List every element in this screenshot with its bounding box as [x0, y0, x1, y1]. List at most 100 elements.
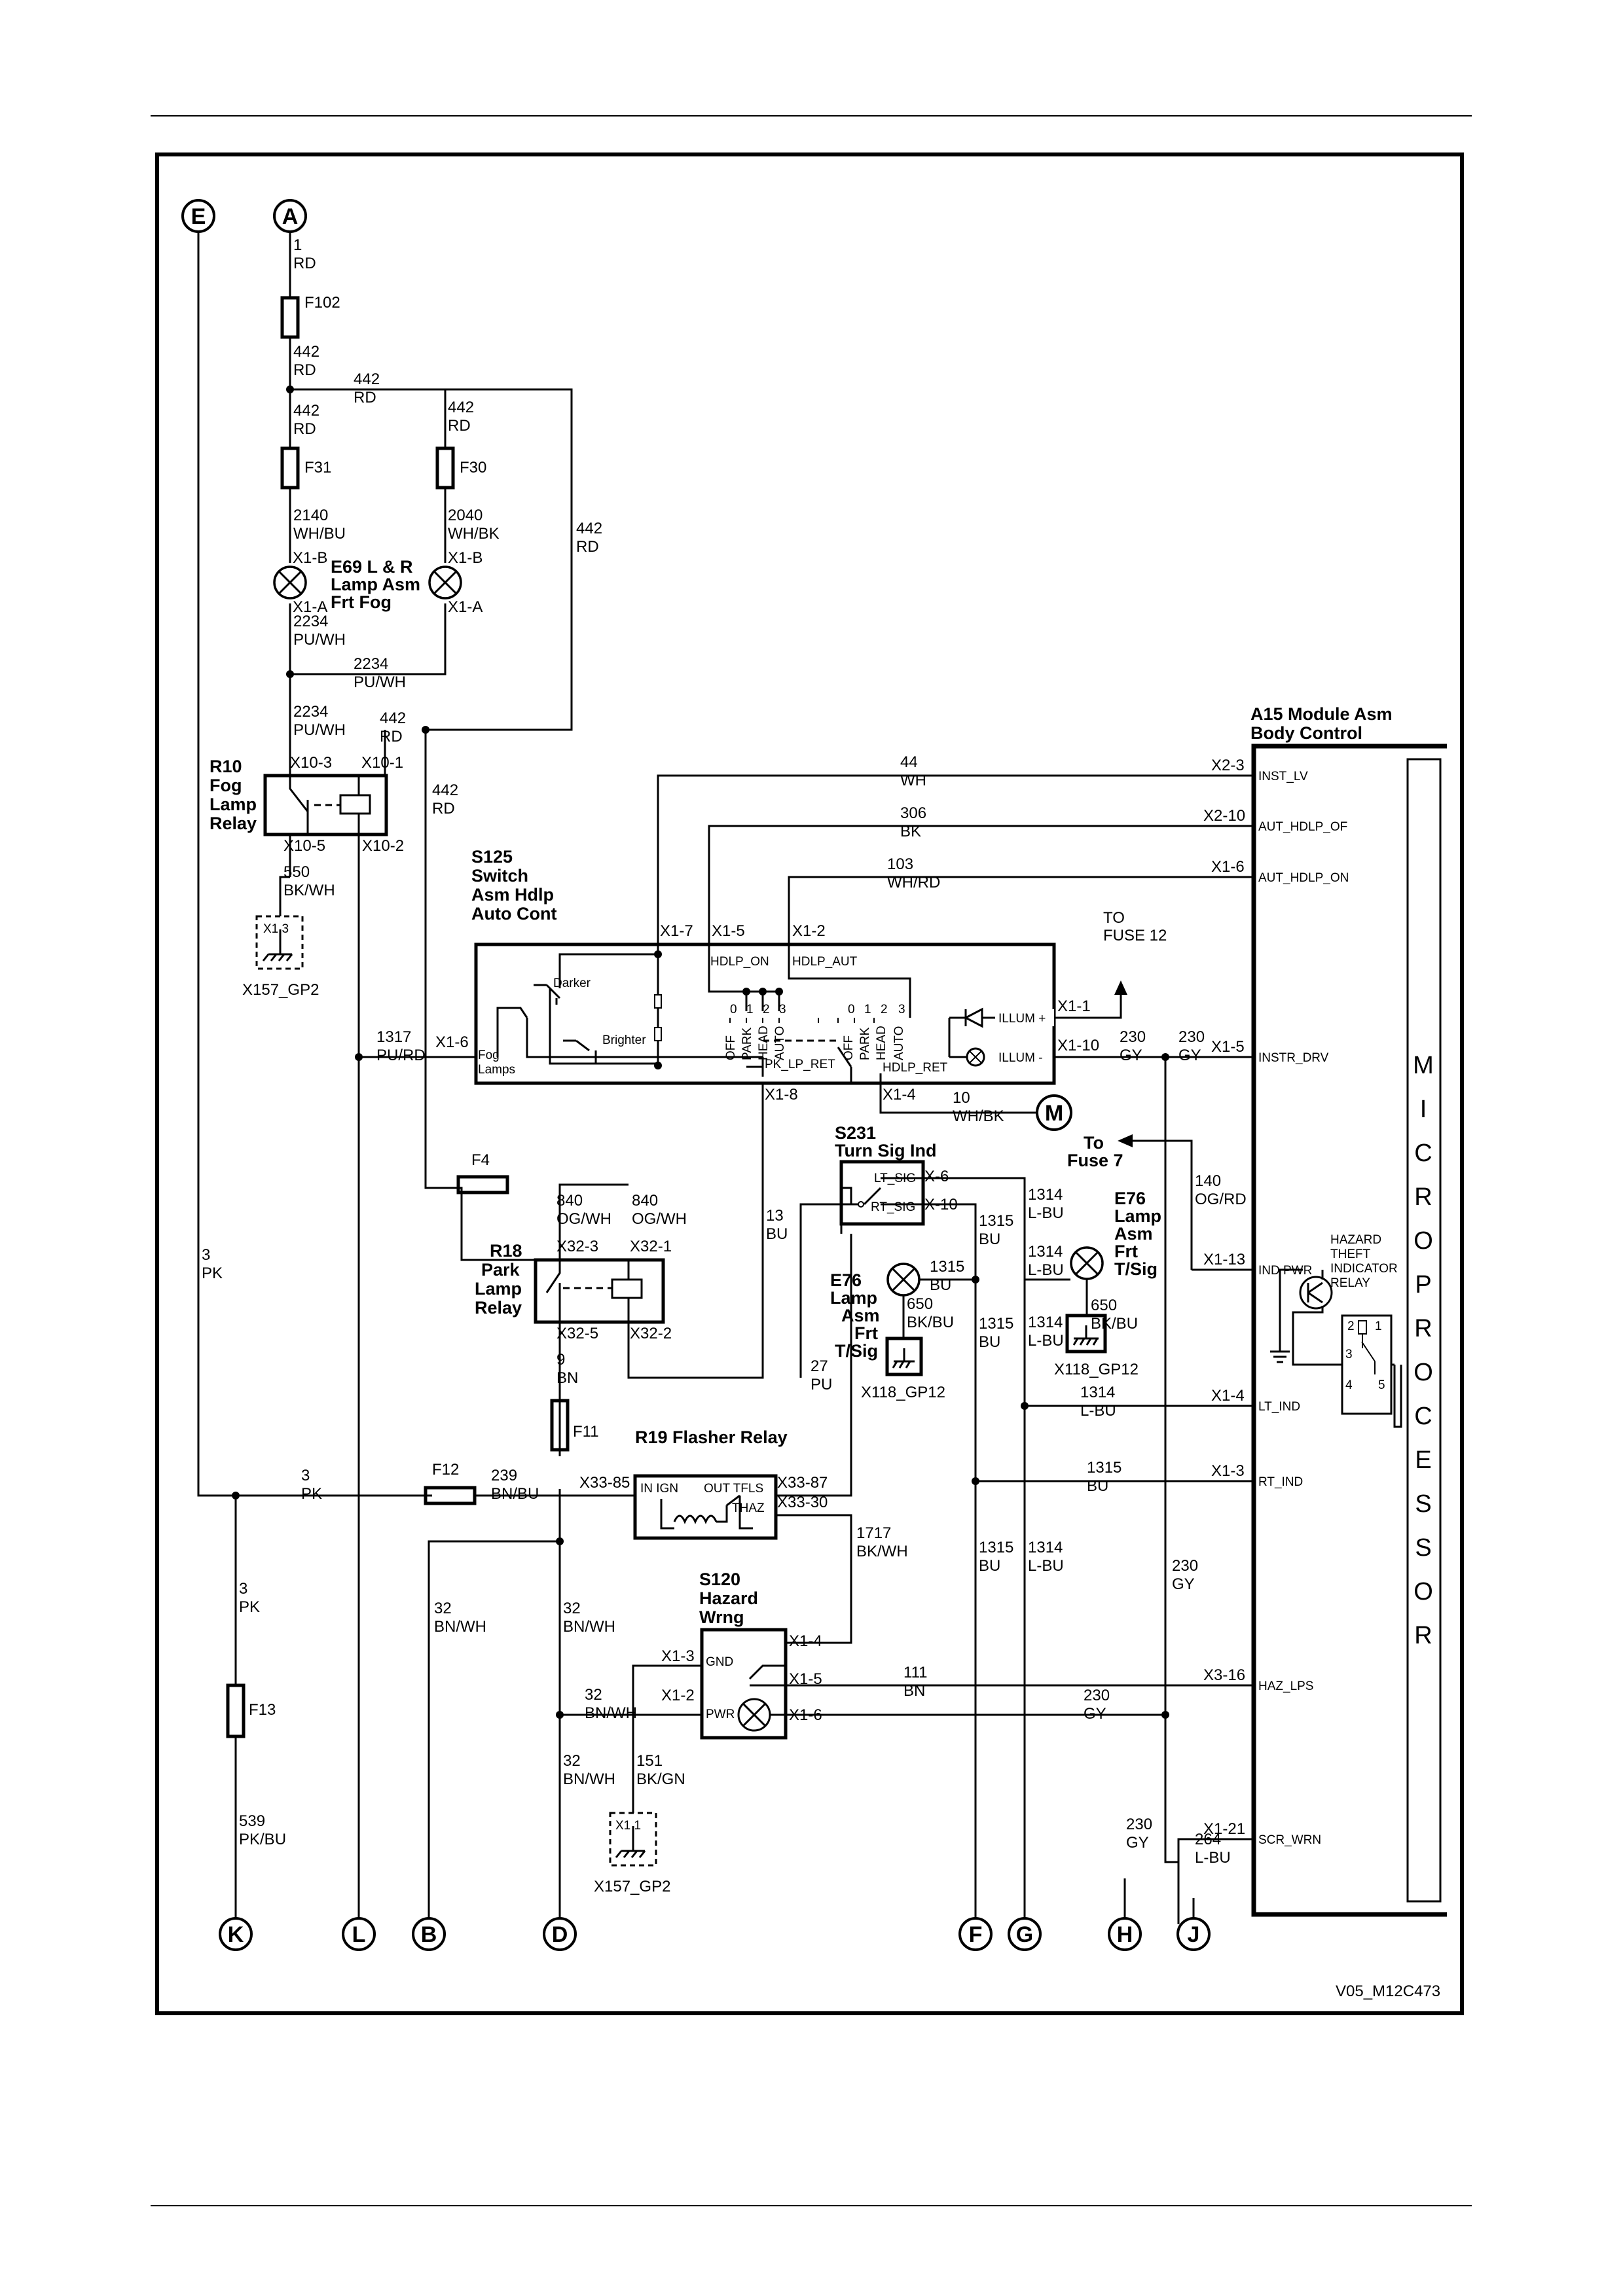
ground-g2-icon	[885, 1336, 923, 1376]
svg-text:IND PWR: IND PWR	[1258, 1264, 1312, 1278]
s125-pin-x1-4: X1-4	[883, 1086, 916, 1103]
svg-text:2: 2	[763, 1003, 770, 1016]
r19-title: R19 Flasher Relay	[635, 1427, 788, 1447]
microprocessor-letter: O	[1413, 1227, 1434, 1255]
svg-text:X2-10: X2-10	[1203, 807, 1245, 825]
s125-pin-x1-5: X1-5	[712, 922, 745, 940]
wire-label-w442-c: 442	[293, 402, 319, 420]
s120-pin-x1-3: X1-3	[661, 1647, 695, 1665]
s120-pwr: PWR	[706, 1708, 735, 1721]
wire-label-w13: BU	[766, 1225, 788, 1243]
connector-circles: E A K L B D F G H J M	[181, 199, 1211, 1951]
svg-text:INSTR_DRV: INSTR_DRV	[1258, 1051, 1329, 1065]
wire-label-w1315-d: 1315	[1087, 1459, 1122, 1477]
wire-label-w1315-b: 1315	[930, 1258, 964, 1276]
wire-label-w103: 103	[887, 855, 913, 873]
fuse-f11-label: F11	[573, 1423, 599, 1441]
wire-label-w550: 550	[283, 863, 310, 881]
wire-label-w442-f: RD	[380, 728, 403, 745]
wire-label-w264: 264	[1195, 1831, 1221, 1848]
lamp-e76-b-icon	[1070, 1246, 1104, 1280]
ground-g2-label: X118_GP12	[861, 1384, 945, 1401]
wire-label-w1315-b: BU	[930, 1276, 951, 1294]
ground-g4-label: X157_GP2	[594, 1878, 670, 1895]
wire-label-w27: 27	[811, 1357, 828, 1375]
wire-label-w1314-d: L-BU	[1080, 1402, 1116, 1420]
s231-pin-x6: X-6	[924, 1168, 949, 1185]
microprocessor-letter: M	[1413, 1052, 1435, 1079]
wire-label-w1314-c: L-BU	[1028, 1332, 1064, 1350]
pin-x13-g1: X1 3	[263, 922, 289, 936]
wire-label-w2234-b: 2234	[354, 655, 388, 673]
wire-label-w32-c: BN/WH	[585, 1704, 637, 1722]
e69-line2: Lamp Asm	[331, 575, 420, 594]
fuse-f4	[456, 1175, 509, 1194]
fuse-f4-label: F4	[471, 1151, 490, 1169]
hazard-relay-3: INDICATOR	[1330, 1262, 1398, 1276]
wire-label-w103: WH/RD	[887, 874, 940, 891]
e76a-title: E76	[830, 1270, 862, 1290]
s120-line3: Wrng	[699, 1607, 744, 1627]
fuse-f12	[424, 1486, 477, 1505]
s125-fog-lamps-2: Lamps	[478, 1063, 515, 1077]
a15-module	[1251, 744, 1447, 1917]
connector-a	[273, 199, 307, 233]
fuse-f31-label: F31	[304, 459, 331, 476]
a15-pins: X2-3 X2-10 X1-6 X1-5 X1-13 X1-4 X1-3 X3-…	[1203, 757, 1245, 1838]
wire-label-w151: BK/GN	[636, 1770, 685, 1788]
wire-label-w2234-c: 2234	[293, 703, 328, 721]
s125-pin-x1-8: X1-8	[765, 1086, 798, 1103]
microprocessor-letter: S	[1415, 1534, 1432, 1562]
wire-label-w442-b: 442	[354, 370, 380, 388]
s125-pk-lp-ret: PK_LP_RET	[765, 1058, 835, 1071]
s231-lt-sig: LT_SIG	[874, 1172, 916, 1185]
svg-text:OFF: OFF	[724, 1035, 738, 1060]
fuse-f102-label: F102	[304, 294, 340, 312]
diagram-frame	[155, 152, 1464, 2015]
wire-label-w230-d: 230	[1084, 1687, 1110, 1704]
pin-x32-3: X32-3	[556, 1238, 598, 1255]
pin-x10-1: X10-1	[361, 754, 403, 772]
wire-label-w230-a: 230	[1120, 1028, 1146, 1046]
wire-label-w111: 111	[903, 1664, 927, 1681]
figure-id: V05_M12C473	[1336, 1982, 1440, 2000]
wire-label-w840-b: OG/WH	[632, 1210, 687, 1228]
fuse-f13	[226, 1683, 246, 1738]
connector-m-label: M	[1045, 1101, 1063, 1126]
wire-label-w264: L-BU	[1195, 1849, 1231, 1867]
wire-label-w1314-c: 1314	[1028, 1314, 1063, 1331]
connector-m	[1036, 1094, 1072, 1131]
svg-text:INST_LV: INST_LV	[1258, 770, 1308, 783]
wire-label-w1317: 1317	[376, 1028, 411, 1046]
pin-x1a-right: X1-A	[448, 598, 483, 616]
wire-label-w3-b: PK	[301, 1485, 322, 1503]
pin-x32-2: X32-2	[630, 1325, 672, 1342]
wire-label-w1314-e: L-BU	[1028, 1557, 1064, 1575]
connector-k	[219, 1917, 253, 1951]
s125-switch-box	[474, 942, 1056, 1085]
s120-pin-x1-5: X1-5	[789, 1670, 822, 1688]
r18-line2: Park	[481, 1260, 520, 1280]
wire-label-w13: 13	[766, 1207, 784, 1225]
wire-label-w1314-e: 1314	[1028, 1539, 1063, 1556]
wire-label-w650-b: 650	[1091, 1297, 1117, 1314]
connector-f	[958, 1917, 993, 1951]
fuse-f31	[280, 446, 300, 490]
wire-label-w2040: 2040	[448, 507, 483, 524]
wire-label-w3-a: 3	[202, 1246, 210, 1264]
r19-flasher-relay	[633, 1474, 778, 1540]
note-to-fuse7-1: To	[1084, 1133, 1104, 1153]
relay-pin-2: 2	[1347, 1319, 1355, 1333]
wire-label-w1315-a: BU	[979, 1230, 1000, 1248]
hazard-relay-4: RELAY	[1330, 1276, 1370, 1290]
s120-hazard-switch	[700, 1628, 788, 1740]
fuse-f12-label: F12	[432, 1461, 459, 1479]
wire-label-w650-a: 650	[907, 1295, 933, 1313]
microprocessor-letter: C	[1414, 1139, 1433, 1167]
wire-label-w3-a: PK	[202, 1265, 223, 1282]
e76b-line5: T/Sig	[1114, 1259, 1158, 1279]
e76a-line4: Frt	[854, 1323, 878, 1343]
ground-g3-icon	[1065, 1314, 1107, 1354]
relay-pin-4: 4	[1345, 1378, 1353, 1392]
s231-rt-sig: RT_SIG	[871, 1200, 915, 1214]
